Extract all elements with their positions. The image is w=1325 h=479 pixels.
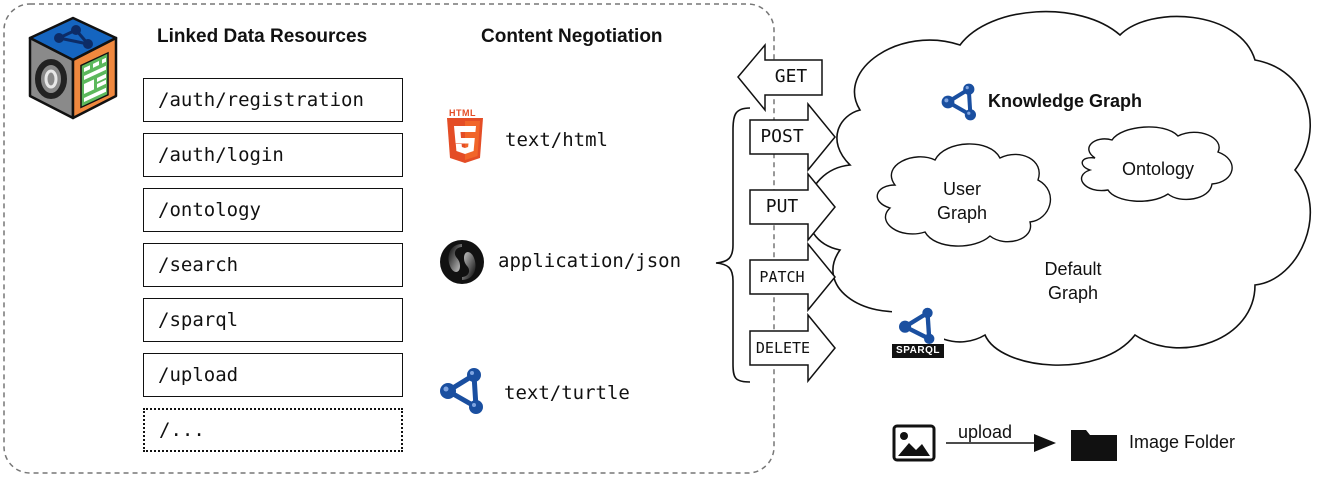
method-get: GET (774, 66, 808, 87)
upload-arrow-head (1034, 434, 1056, 452)
resource-search: /search (143, 243, 403, 287)
delete-arrow (749, 312, 836, 384)
resource-ontology: /ontology (143, 188, 403, 232)
default-graph-line2: Graph (1047, 283, 1099, 303)
put-arrow (749, 171, 836, 243)
post-arrow (749, 101, 836, 173)
user-graph-cloud (876, 143, 1052, 247)
method-post: POST (760, 126, 804, 147)
resource-more: /... (143, 408, 403, 452)
mime-text-turtle: text/turtle (504, 382, 630, 404)
default-graph-line1: Default (1044, 259, 1102, 279)
resources-heading: Linked Data Resources (157, 26, 368, 47)
html5-shield (447, 118, 483, 163)
mime-text-html: text/html (505, 129, 608, 151)
upload-arrow-label: upload (958, 422, 1013, 442)
ontology-label: Ontology (1121, 159, 1195, 179)
html5-badge-text: HTML (449, 108, 476, 118)
sparql-icon: SPARQL (892, 306, 944, 358)
method-patch: PATCH (759, 268, 805, 286)
user-graph-line2: Graph (936, 203, 988, 223)
server-container (3, 3, 775, 474)
html5-icon: HTML (445, 108, 489, 166)
sparql-graph-glyph (899, 307, 935, 344)
method-delete: DELETE (755, 339, 811, 357)
knowledge-graph-rdf-icon (941, 83, 976, 121)
resource-auth-registration: /auth/registration (143, 78, 403, 122)
user-graph-line1: User (942, 179, 981, 199)
ontology-cloud (1080, 126, 1233, 202)
method-put: PUT (765, 196, 799, 217)
get-arrow (737, 42, 823, 113)
resource-auth-login: /auth/login (143, 133, 403, 177)
methods-brace (715, 107, 751, 383)
image-icon (892, 424, 936, 462)
resource-upload: /upload (143, 353, 403, 397)
mime-application-json: application/json (498, 250, 682, 272)
default-graph-label: Default Graph (1028, 257, 1118, 305)
linked-data-cube-icon (28, 16, 118, 120)
negotiation-heading: Content Negotiation (481, 26, 663, 47)
json-icon (440, 240, 484, 284)
image-folder-label: Image Folder (1129, 432, 1236, 452)
knowledge-graph-title: Knowledge Graph (988, 91, 1143, 111)
patch-arrow (749, 241, 836, 313)
user-graph-label: User Graph (920, 177, 1004, 225)
knowledge-graph-cloud (806, 10, 1312, 366)
folder-icon (1071, 430, 1117, 461)
resource-sparql: /sparql (143, 298, 403, 342)
rdf-graph-icon (440, 368, 483, 414)
sparql-badge: SPARQL (892, 344, 944, 358)
